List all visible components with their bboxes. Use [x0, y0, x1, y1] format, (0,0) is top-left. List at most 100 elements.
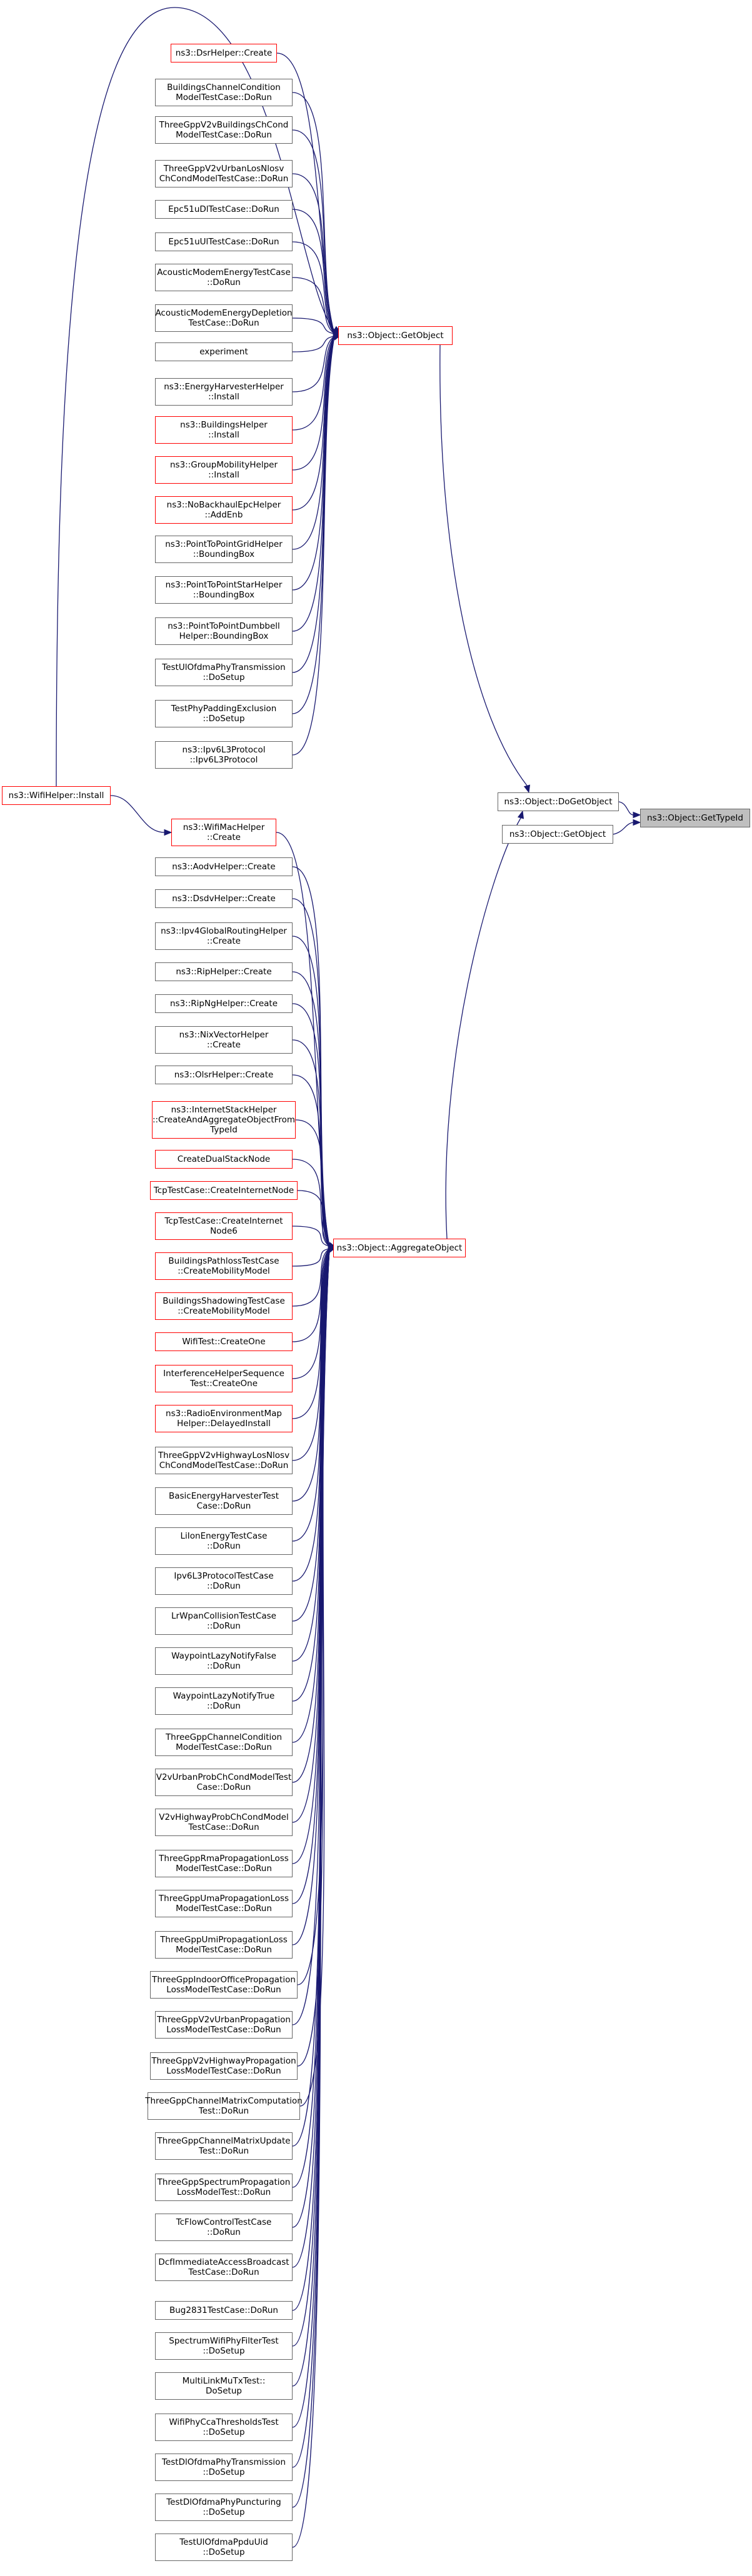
node-a9[interactable]: CreateDualStackNode	[155, 1150, 293, 1169]
node-g9[interactable]: ns3::EnergyHarvesterHelper ::Install	[155, 378, 293, 406]
node-g16[interactable]: TestUlOfdmaPhyTransmission ::DoSetup	[155, 659, 293, 686]
edge-a6-to-aggregate	[292, 1039, 330, 1247]
node-a14[interactable]: WifiTest::CreateOne	[155, 1332, 293, 1351]
arrow-aggregate-to-doget	[517, 810, 524, 819]
node-g5[interactable]: Epc51uUlTestCase::DoRun	[155, 232, 293, 251]
node-a35[interactable]: ThreeGppSpectrumPropagation LossModelTes…	[155, 2174, 293, 2201]
node-g14[interactable]: ns3::PointToPointStarHelper ::BoundingBo…	[155, 576, 293, 604]
node-a21[interactable]: LrWpanCollisionTestCase ::DoRun	[155, 1607, 293, 1635]
node-a26[interactable]: V2vHighwayProbChCondModel TestCase::DoRu…	[155, 1809, 293, 1836]
node-a23[interactable]: WaypointLazyNotifyTrue ::DoRun	[155, 1687, 293, 1715]
node-a16[interactable]: ns3::RadioEnvironmentMap Helper::Delayed…	[155, 1405, 293, 1432]
edge-g6-to-getobj	[292, 277, 335, 334]
edge-g15-to-getobj	[292, 336, 335, 632]
edge-a5-to-aggregate	[292, 1003, 330, 1247]
node-a15[interactable]: InterferenceHelperSequence Test::CreateO…	[155, 1365, 293, 1392]
node-g7[interactable]: AcousticModemEnergyDepletion TestCase::D…	[155, 304, 293, 332]
node-a24[interactable]: ThreeGppChannelCondition ModelTestCase::…	[155, 1729, 293, 1756]
node-a11[interactable]: TcpTestCase::CreateInternet Node6	[155, 1212, 293, 1240]
node-a18[interactable]: BasicEnergyHarvesterTest Case::DoRun	[155, 1487, 293, 1515]
edge-g14-to-getobj	[292, 336, 335, 591]
node-a17[interactable]: ThreeGppV2vHighwayLosNlosv ChCondModelTe…	[155, 1447, 293, 1474]
node-getobj2[interactable]: ns3::Object::GetObject	[502, 825, 613, 844]
node-g11[interactable]: ns3::GroupMobilityHelper ::Install	[155, 456, 293, 484]
edge-g2-to-getobj	[292, 129, 335, 334]
node-g15[interactable]: ns3::PointToPointDumbbell Helper::Boundi…	[155, 617, 293, 645]
node-g12[interactable]: ns3::NoBackhaulEpcHelper ::AddEnb	[155, 496, 293, 524]
node-a44[interactable]: TestUlOfdmaPpduUid ::DoSetup	[155, 2534, 293, 2561]
edge-getobj2-to-root	[613, 822, 634, 835]
edge-a44-to-aggregate	[292, 1248, 330, 2548]
node-g17[interactable]: TestPhyPaddingExclusion ::DoSetup	[155, 700, 293, 727]
node-a25[interactable]: V2vUrbanProbChCondModelTest Case::DoRun	[155, 1769, 293, 1796]
node-g13[interactable]: ns3::PointToPointGridHelper ::BoundingBo…	[155, 536, 293, 563]
edge-g7-to-getobj	[292, 317, 335, 334]
edge-a10-to-aggregate	[297, 1190, 330, 1247]
edge-g11-to-getobj	[292, 336, 335, 471]
edge-g12-to-getobj	[292, 336, 335, 511]
node-a8[interactable]: ns3::InternetStackHelper ::CreateAndAggr…	[152, 1101, 296, 1139]
node-g8[interactable]: experiment	[155, 342, 293, 361]
node-a31[interactable]: ThreeGppV2vUrbanPropagation LossModelTes…	[155, 2011, 293, 2039]
node-a27[interactable]: ThreeGppRmaPropagationLoss ModelTestCase…	[155, 1850, 293, 1877]
edge-a8-to-aggregate	[295, 1119, 330, 1247]
node-a19[interactable]: LiIonEnergyTestCase ::DoRun	[155, 1527, 293, 1555]
node-wifimac[interactable]: ns3::WifiMacHelper ::Create	[171, 819, 276, 846]
node-a30[interactable]: ThreeGppIndoorOfficePropagation LossMode…	[150, 1971, 298, 1999]
arrow-getobj2-to-root	[633, 819, 641, 826]
node-a1[interactable]: ns3::AodvHelper::Create	[155, 857, 293, 876]
node-a43[interactable]: TestDlOfdmaPhyPuncturing ::DoSetup	[155, 2494, 293, 2521]
edge-a12-to-aggregate	[292, 1248, 330, 1267]
node-g3[interactable]: ThreeGppV2vUrbanLosNlosv ChCondModelTest…	[155, 160, 293, 187]
node-g1[interactable]: BuildingsChannelCondition ModelTestCase:…	[155, 79, 293, 106]
node-a2[interactable]: ns3::DsdvHelper::Create	[155, 889, 293, 908]
node-wifiinstall[interactable]: ns3::WifiHelper::Install	[2, 786, 111, 805]
node-a5[interactable]: ns3::RipNgHelper::Create	[155, 994, 293, 1013]
node-a29[interactable]: ThreeGppUmiPropagationLoss ModelTestCase…	[155, 1931, 293, 1959]
arrow-doget-to-root	[633, 811, 641, 819]
node-dsr[interactable]: ns3::DsrHelper::Create	[171, 44, 277, 62]
node-a33[interactable]: ThreeGppChannelMatrixComputation Test::D…	[145, 2092, 303, 2120]
node-a36[interactable]: TcFlowControlTestCase ::DoRun	[155, 2214, 293, 2241]
edge-doget-to-root	[618, 801, 634, 816]
node-a10[interactable]: TcpTestCase::CreateInternetNode	[150, 1181, 298, 1200]
edge-a16-to-aggregate	[292, 1248, 330, 1419]
node-a13[interactable]: BuildingsShadowingTestCase ::CreateMobil…	[155, 1292, 293, 1320]
arrow-getobj-to-doget	[523, 784, 531, 794]
node-a42[interactable]: TestDlOfdmaPhyTransmission ::DoSetup	[155, 2454, 293, 2481]
node-aggregate[interactable]: ns3::Object::AggregateObject	[333, 1239, 466, 1257]
node-a39[interactable]: SpectrumWifiPhyFilterTest ::DoSetup	[155, 2332, 293, 2360]
node-g18[interactable]: ns3::Ipv6L3Protocol ::Ipv6L3Protocol	[155, 741, 293, 769]
edge-g13-to-getobj	[292, 336, 335, 550]
node-a4[interactable]: ns3::RipHelper::Create	[155, 962, 293, 981]
node-a7[interactable]: ns3::OlsrHelper::Create	[155, 1066, 293, 1084]
edge-getobj-to-doget	[439, 344, 528, 786]
graph-edges	[56, 7, 641, 2548]
edge-a9-to-aggregate	[292, 1159, 330, 1247]
node-getobj[interactable]: ns3::Object::GetObject	[338, 326, 453, 345]
node-a12[interactable]: BuildingsPathlossTestCase ::CreateMobili…	[155, 1252, 293, 1280]
edge-g1-to-getobj	[292, 92, 335, 334]
node-a32[interactable]: ThreeGppV2vHighwayPropagation LossModelT…	[150, 2052, 298, 2080]
node-a40[interactable]: MultiLinkMuTxTest:: DoSetup	[155, 2372, 293, 2400]
node-a3[interactable]: ns3::Ipv4GlobalRoutingHelper ::Create	[155, 922, 293, 950]
node-a20[interactable]: Ipv6L3ProtocolTestCase ::DoRun	[155, 1567, 293, 1595]
node-a37[interactable]: DcfImmediateAccessBroadcast TestCase::Do…	[155, 2254, 293, 2281]
node-a28[interactable]: ThreeGppUmaPropagationLoss ModelTestCase…	[155, 1890, 293, 1917]
edge-g9-to-getobj	[292, 336, 335, 392]
node-a38[interactable]: Bug2831TestCase::DoRun	[155, 2301, 293, 2320]
node-a6[interactable]: ns3::NixVectorHelper ::Create	[155, 1026, 293, 1054]
node-g10[interactable]: ns3::BuildingsHelper ::Install	[155, 416, 293, 444]
node-g6[interactable]: AcousticModemEnergyTestCase ::DoRun	[155, 264, 293, 291]
node-a22[interactable]: WaypointLazyNotifyFalse ::DoRun	[155, 1647, 293, 1675]
node-a34[interactable]: ThreeGppChannelMatrixUpdate Test::DoRun	[155, 2132, 293, 2160]
edge-a11-to-aggregate	[292, 1226, 330, 1247]
node-a41[interactable]: WifiPhyCcaThresholdsTest ::DoSetup	[155, 2414, 293, 2441]
node-g2[interactable]: ThreeGppV2vBuildingsChCond ModelTestCase…	[155, 116, 293, 144]
edge-aggregate-to-doget	[445, 817, 521, 1239]
edge-g18-to-getobj	[292, 336, 335, 756]
node-doget[interactable]: ns3::Object::DoGetObject	[498, 792, 619, 811]
edge-g4-to-getobj	[292, 209, 335, 334]
node-g4[interactable]: Epc51uDlTestCase::DoRun	[155, 200, 293, 219]
